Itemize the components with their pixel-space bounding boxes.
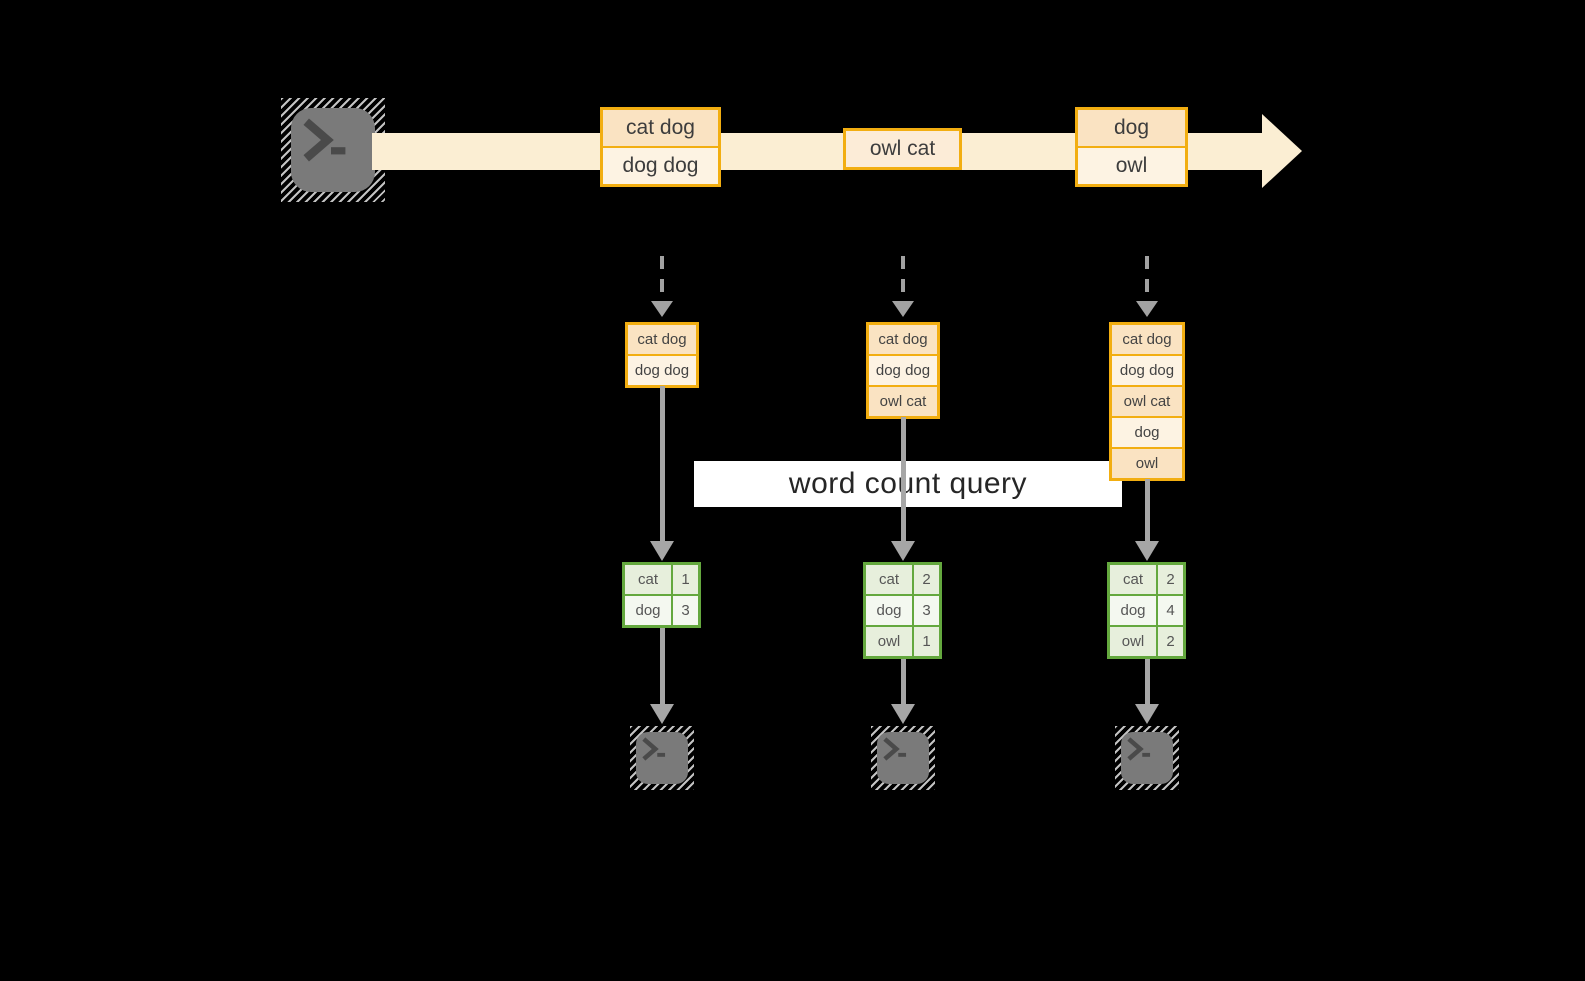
terminal-window [636,732,688,784]
arrow-line [660,386,665,542]
arrow-line [660,628,665,706]
state-line: dog dog [1112,356,1182,385]
state-line: dog [1112,418,1182,447]
query-banner: word count query [694,461,1122,507]
terminal-window [1121,732,1173,784]
state-line: cat dog [628,325,696,354]
terminal-window [877,732,929,784]
arrow-head-icon [892,301,914,317]
stream-event-box: cat dog dog dog [600,107,721,187]
result-count-cell: 1 [914,627,939,656]
terminal-prompt-icon [1127,737,1151,761]
result-word-cell: cat [866,565,912,594]
stream-event-line: owl cat [846,131,959,167]
arrow-head-icon [891,704,915,724]
arrow-line [901,659,906,706]
state-line: owl cat [869,387,937,416]
stream-event-line: owl [1078,148,1185,184]
arrow-head-icon [650,541,674,561]
terminal-prompt-icon [883,737,907,761]
arrow-head-icon [651,301,673,317]
arrow-line [1145,659,1150,706]
state-box: cat dog dog dog owl cat [866,322,940,419]
result-table: cat 2 dog 3 owl 1 [863,562,942,659]
result-count-cell: 3 [914,596,939,625]
query-banner-label: word count query [788,467,1028,500]
arrow-line [901,417,906,542]
output-terminal-icon [630,726,694,790]
result-table: cat 1 dog 3 [622,562,701,628]
state-line: dog dog [628,356,696,385]
source-terminal-icon [281,98,385,202]
terminal-prompt-icon [303,118,346,162]
stream-event-line: dog [1078,110,1185,146]
arrow-head-icon [1135,704,1159,724]
arrow-head-icon [891,541,915,561]
stream-event-line: dog dog [603,148,718,184]
result-count-cell: 2 [1158,565,1183,594]
state-line: cat dog [869,325,937,354]
result-count-cell: 2 [1158,627,1183,656]
terminal-window [291,108,375,192]
arrow-line [1145,479,1150,542]
state-line: dog dog [869,356,937,385]
state-box: cat dog dog dog [625,322,699,388]
output-terminal-icon [1115,726,1179,790]
result-word-cell: dog [1110,596,1156,625]
result-word-cell: cat [625,565,671,594]
stream-event-box: owl cat [843,128,962,170]
state-line: cat dog [1112,325,1182,354]
result-count-cell: 2 [914,565,939,594]
arrow-head-icon [1136,301,1158,317]
dashed-arrow-line [901,256,905,302]
result-word-cell: cat [1110,565,1156,594]
stream-event-box: dog owl [1075,107,1188,187]
result-word-cell: owl [1110,627,1156,656]
state-box: cat dog dog dog owl cat dog owl [1109,322,1185,481]
result-table: cat 2 dog 4 owl 2 [1107,562,1186,659]
result-count-cell: 1 [673,565,698,594]
arrow-head-icon [1135,541,1159,561]
terminal-prompt-icon [642,737,666,761]
dashed-arrow-line [1145,256,1149,302]
stream-event-line: cat dog [603,110,718,146]
result-word-cell: dog [866,596,912,625]
result-count-cell: 4 [1158,596,1183,625]
dashed-arrow-line [660,256,664,302]
state-line: owl cat [1112,387,1182,416]
result-word-cell: dog [625,596,671,625]
stream-arrowhead-icon [1262,114,1302,188]
arrow-head-icon [650,704,674,724]
state-line: owl [1112,449,1182,478]
result-word-cell: owl [866,627,912,656]
output-terminal-icon [871,726,935,790]
result-count-cell: 3 [673,596,698,625]
